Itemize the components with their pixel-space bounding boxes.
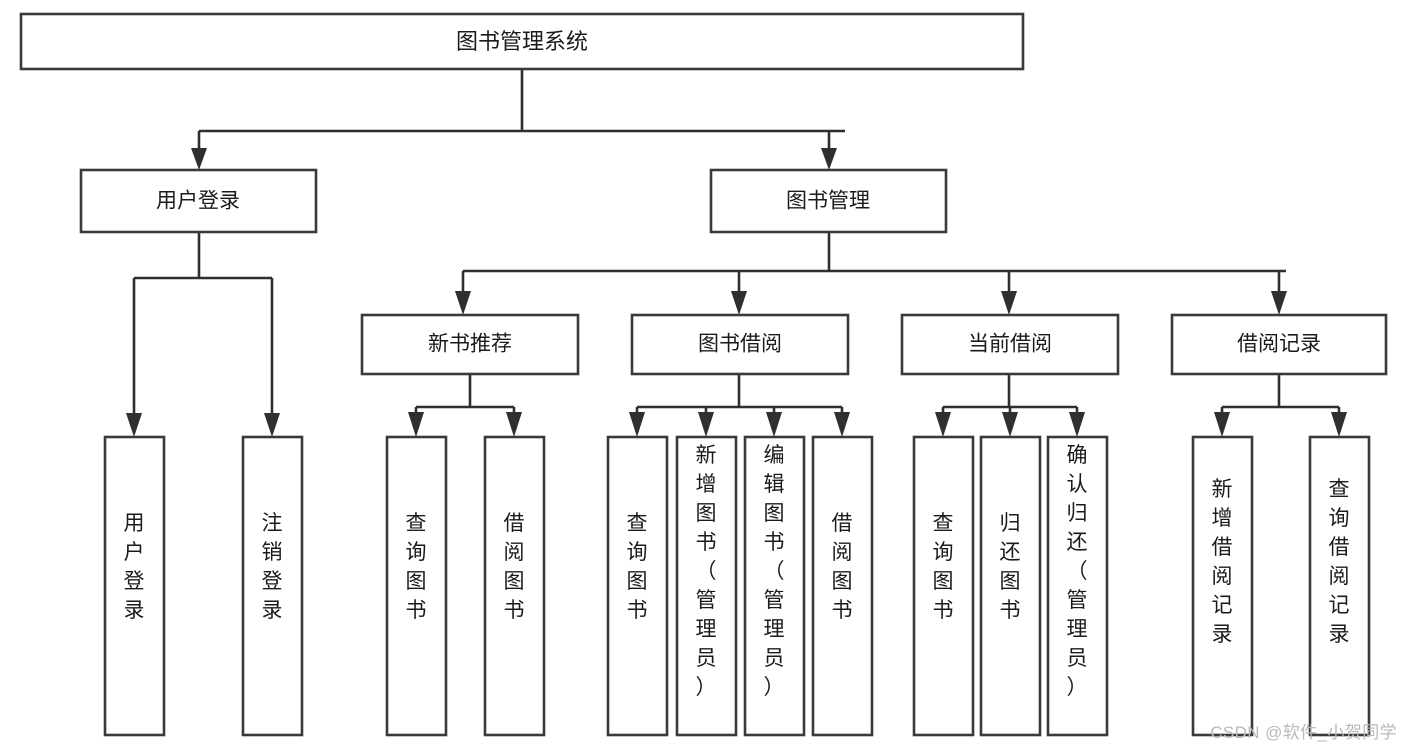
leaf-query-book-2-label: 查询图书 [627, 512, 648, 622]
node-leaf-borrow-book-1[interactable]: 借阅图书 [483, 435, 546, 737]
current-borrow-label: 当前借阅 [968, 333, 1052, 356]
root-label: 图书管理系统 [456, 29, 588, 54]
arrow-leaf-user-login [126, 413, 142, 437]
node-book-manage[interactable]: 图书管理 [709, 168, 948, 234]
arrow-book-borrow [731, 291, 747, 315]
node-book-borrow[interactable]: 图书借阅 [630, 313, 850, 376]
leaf-add-book-label: 新增图书（管理员） [696, 444, 717, 699]
new-book-rec-box[interactable] [360, 313, 580, 376]
leaf-add-record-label: 新增借阅记录 [1212, 478, 1233, 646]
arrow-leaf-add-book [698, 412, 714, 437]
node-leaf-query-book-3[interactable]: 查询图书 [912, 435, 975, 737]
leaf-logout-box[interactable] [241, 435, 304, 737]
node-current-borrow[interactable]: 当前借阅 [900, 313, 1120, 376]
arrow-user-login [191, 148, 207, 170]
node-leaf-add-book[interactable]: 新增图书（管理员） [675, 435, 738, 737]
node-root[interactable]: 图书管理系统 [19, 12, 1025, 71]
leaf-query-book-3-box[interactable] [912, 435, 975, 737]
node-user-login[interactable]: 用户登录 [79, 168, 318, 234]
book-manage-label: 图书管理 [786, 190, 870, 213]
arrow-leaf-query-book-2 [629, 412, 645, 437]
arrow-leaf-confirm-return [1069, 412, 1085, 437]
arrow-new-book-rec [455, 291, 471, 315]
node-leaf-query-record[interactable]: 查询借阅记录 [1308, 435, 1371, 737]
node-leaf-borrow-book-2[interactable]: 借阅图书 [811, 435, 874, 737]
book-borrow-label: 图书借阅 [698, 333, 782, 356]
borrow-record-label: 借阅记录 [1237, 333, 1321, 356]
arrow-leaf-borrow-book-2 [834, 412, 850, 437]
node-leaf-user-login[interactable]: 用户登录 [103, 435, 166, 737]
node-leaf-edit-book[interactable]: 编辑图书（管理员） [743, 435, 806, 737]
node-leaf-return-book[interactable]: 归还图书 [979, 435, 1042, 737]
arrow-borrow-record [1271, 291, 1287, 315]
arrow-leaf-logout [264, 413, 280, 437]
arrow-current-borrow [1001, 291, 1017, 315]
leaf-query-book-1-box[interactable] [385, 435, 448, 737]
node-leaf-query-book-2[interactable]: 查询图书 [606, 435, 669, 737]
book-borrow-box[interactable] [630, 313, 850, 376]
leaf-query-book-3-label: 查询图书 [933, 512, 954, 622]
arrow-book-manage [821, 148, 837, 170]
node-leaf-confirm-return[interactable]: 确认归还（管理员） [1046, 435, 1109, 737]
borrow-record-box[interactable] [1170, 313, 1388, 376]
arrow-leaf-add-record [1214, 412, 1230, 437]
arrow-leaf-edit-book [766, 412, 782, 437]
node-leaf-logout[interactable]: 注销登录 [241, 435, 304, 737]
edge-group [126, 69, 1347, 437]
leaf-borrow-book-1-box[interactable] [483, 435, 546, 737]
leaf-confirm-return-label: 确认归还（管理员） [1067, 444, 1088, 699]
node-leaf-add-record[interactable]: 新增借阅记录 [1191, 435, 1254, 737]
arrow-leaf-borrow-book-1 [506, 412, 522, 437]
new-book-rec-label: 新书推荐 [428, 333, 512, 356]
root-box[interactable] [19, 12, 1025, 71]
leaf-query-book-1-label: 查询图书 [406, 512, 427, 622]
leaf-borrow-book-2-box[interactable] [811, 435, 874, 737]
leaf-return-book-box[interactable] [979, 435, 1042, 737]
arrow-leaf-query-book-3 [935, 412, 951, 437]
leaf-edit-book-label: 编辑图书（管理员） [764, 444, 785, 699]
user-login-box[interactable] [79, 168, 318, 234]
user-login-label: 用户登录 [156, 190, 240, 213]
leaf-borrow-book-2-label: 借阅图书 [832, 512, 853, 622]
book-manage-box[interactable] [709, 168, 948, 234]
current-borrow-box[interactable] [900, 313, 1120, 376]
csdn-watermark: CSDN @软件_小贺同学 [1210, 723, 1397, 742]
node-leaf-query-book-1[interactable]: 查询图书 [385, 435, 448, 737]
leaf-add-record-box[interactable] [1191, 435, 1254, 737]
node-borrow-record[interactable]: 借阅记录 [1170, 313, 1388, 376]
leaf-add-book-box[interactable] [675, 435, 738, 737]
leaf-confirm-return-box[interactable] [1046, 435, 1109, 737]
arrow-leaf-query-record [1331, 412, 1347, 437]
leaf-query-record-box[interactable] [1308, 435, 1371, 737]
leaf-logout-label: 注销登录 [262, 512, 283, 622]
leaf-borrow-book-1-label: 借阅图书 [504, 512, 525, 622]
leaf-query-book-2-box[interactable] [606, 435, 669, 737]
leaf-edit-book-box[interactable] [743, 435, 806, 737]
leaf-user-login-box[interactable] [103, 435, 166, 737]
arrow-leaf-query-book-1 [408, 412, 424, 437]
leaf-query-record-label: 查询借阅记录 [1329, 478, 1350, 646]
arrow-leaf-return-book [1002, 412, 1018, 437]
leaf-return-book-label: 归还图书 [1000, 512, 1021, 622]
node-new-book-rec[interactable]: 新书推荐 [360, 313, 580, 376]
leaf-user-login-label: 用户登录 [124, 512, 145, 622]
